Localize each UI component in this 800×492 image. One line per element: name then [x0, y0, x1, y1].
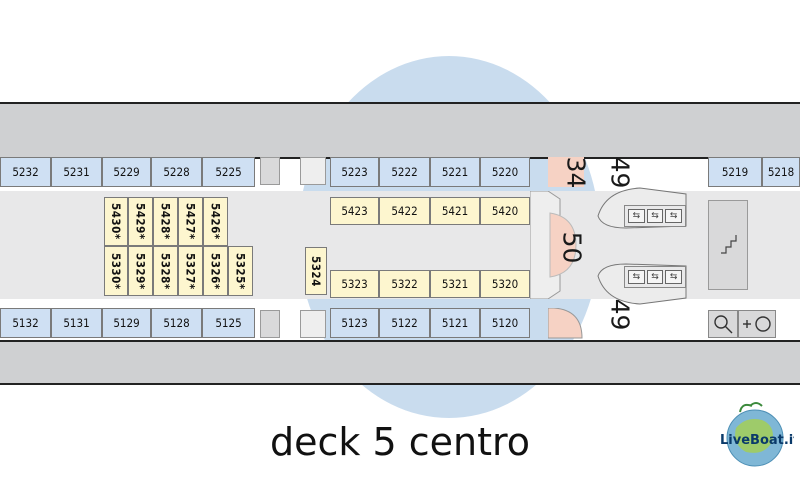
- plus-circle-glyph: [743, 316, 771, 332]
- top-deck-band: [0, 103, 800, 157]
- landmark-50: 50: [557, 231, 587, 264]
- cabin-5429[interactable]: 5429*: [128, 197, 153, 246]
- stairwell: [708, 200, 748, 290]
- service-room-bottom-left: [260, 310, 280, 338]
- cabin-5120[interactable]: 5120: [480, 308, 530, 338]
- cabin-5221[interactable]: 5221: [430, 157, 480, 187]
- cabin-5225[interactable]: 5225: [202, 157, 255, 187]
- cabin-5128[interactable]: 5128: [151, 308, 202, 338]
- cabin-5228[interactable]: 5228: [151, 157, 202, 187]
- bottom-deck-band: [0, 341, 800, 383]
- cabin-5325[interactable]: 5325*: [228, 246, 253, 296]
- elevator-car-icon: ⇆: [628, 270, 645, 284]
- cabin-5328[interactable]: 5328*: [153, 246, 178, 296]
- cabin-5421[interactable]: 5421: [430, 197, 480, 225]
- cabin-5422[interactable]: 5422: [379, 197, 430, 225]
- cabin-5229[interactable]: 5229: [102, 157, 151, 187]
- service-room-top-left: [260, 157, 280, 185]
- cabin-5131[interactable]: 5131: [51, 308, 102, 338]
- cabin-5326[interactable]: 5326*: [203, 246, 228, 296]
- landmark-49-top: 49: [605, 156, 635, 189]
- elevator-car-icon: ⇆: [665, 209, 683, 223]
- landmark-34: 34: [561, 156, 591, 189]
- cabin-5125[interactable]: 5125: [202, 308, 255, 338]
- cabin-5323[interactable]: 5323: [330, 270, 379, 298]
- cabin-5218[interactable]: 5218: [762, 157, 800, 187]
- cabin-5121[interactable]: 5121: [430, 308, 480, 338]
- cabin-5122[interactable]: 5122: [379, 308, 430, 338]
- globe-icon: LiveBoat.it: [716, 398, 799, 470]
- cabin-5327[interactable]: 5327*: [178, 246, 203, 296]
- hull-line-top: [0, 102, 800, 104]
- magnifier-glyph: [714, 315, 733, 334]
- cabin-5220[interactable]: 5220: [480, 157, 530, 187]
- stair-icon: [721, 235, 737, 254]
- cabin-5420[interactable]: 5420: [480, 197, 530, 225]
- cabin-5222[interactable]: 5222: [379, 157, 430, 187]
- elevator-car-icon: ⇆: [646, 270, 664, 284]
- elevator-icon: ⇆⇆⇆: [624, 205, 686, 227]
- cabin-5322[interactable]: 5322: [379, 270, 430, 298]
- cabin-5129[interactable]: 5129: [102, 308, 151, 338]
- cabin-5428[interactable]: 5428*: [153, 197, 178, 246]
- cabin-5123[interactable]: 5123: [330, 308, 379, 338]
- landmark-49-bottom: 49: [605, 298, 635, 331]
- hull-line-lower: [0, 340, 800, 342]
- landmark-34-area: [548, 157, 584, 187]
- elevator-car-icon: ⇆: [665, 270, 683, 284]
- elevator-car-icon: ⇆: [646, 209, 664, 223]
- cabin-5321[interactable]: 5321: [430, 270, 480, 298]
- service-room-bottom-mid: [300, 310, 326, 338]
- cabin-5426[interactable]: 5426*: [203, 197, 228, 246]
- cabin-5231[interactable]: 5231: [51, 157, 102, 187]
- cabin-5232[interactable]: 5232: [0, 157, 51, 187]
- service-room-top-mid: [300, 157, 326, 185]
- bottom-lounge-shape: [548, 308, 583, 339]
- cabin-5427[interactable]: 5427*: [178, 197, 203, 246]
- cabin-5324[interactable]: 5324: [305, 247, 327, 295]
- hull-line-bottom: [0, 383, 800, 385]
- search-icon: [708, 310, 738, 338]
- svg-text:LiveBoat.it: LiveBoat.it: [720, 433, 794, 448]
- add-circle-icon: [738, 310, 776, 338]
- cabin-5423[interactable]: 5423: [330, 197, 379, 225]
- elevator-icon: ⇆⇆⇆: [624, 266, 686, 288]
- cabin-5223[interactable]: 5223: [330, 157, 379, 187]
- cabin-5330[interactable]: 5330*: [104, 246, 128, 296]
- cabin-5430[interactable]: 5430*: [104, 197, 128, 246]
- elevator-car-icon: ⇆: [628, 209, 645, 223]
- cabin-5329[interactable]: 5329*: [128, 246, 153, 296]
- cabin-5219[interactable]: 5219: [708, 157, 762, 187]
- liveboat-logo: LiveBoat.it: [720, 402, 799, 467]
- deck-caption: deck 5 centro: [269, 420, 531, 464]
- atrium-outline: [530, 191, 577, 299]
- cabin-5320[interactable]: 5320: [480, 270, 530, 298]
- cabin-5132[interactable]: 5132: [0, 308, 51, 338]
